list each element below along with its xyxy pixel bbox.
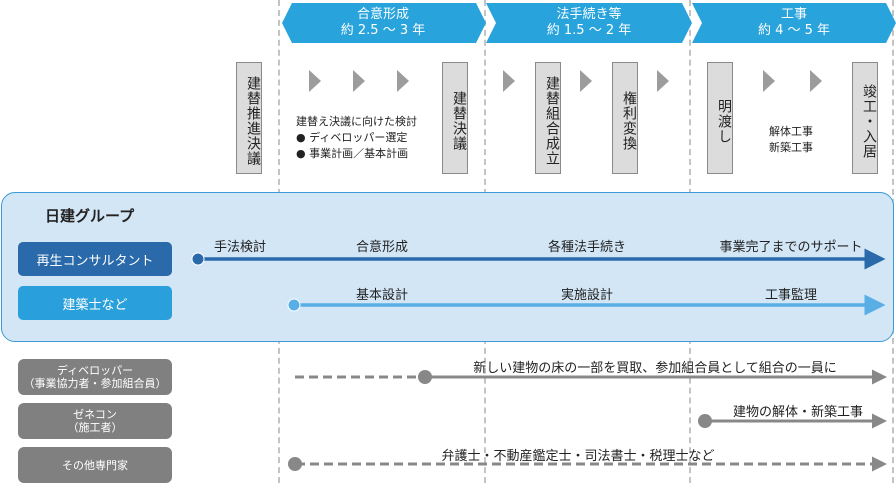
- chevron-right-icon: [763, 70, 775, 92]
- phase-banner-construction: 工事 約 4 ～ 5 年: [692, 3, 896, 43]
- phase-banner-consensus: 合意形成 約 2.5 ～ 3 年: [280, 3, 486, 43]
- party-developer: ディベロッパー （事業協力者・参加組合員）: [18, 359, 172, 395]
- milestone-box: 権利変換: [612, 62, 638, 174]
- task-label: 各種法手続き: [547, 240, 627, 255]
- phase-duration: 約 2.5 ～ 3 年: [340, 23, 426, 38]
- phase-duration: 約 4 ～ 5 年: [757, 23, 831, 38]
- note-line: 解体工事: [769, 125, 813, 138]
- specialists-task-label: 弁護士・不動産鑑定士・司法書士・税理士など: [441, 449, 715, 464]
- contractor-task-label: 建物の解体・新築工事: [732, 405, 864, 420]
- developer-task-label: 新しい建物の床の一部を買取、参加組合員として組合の一員に: [473, 361, 837, 376]
- chevron-right-icon: [353, 70, 365, 92]
- party-general-contractor: ゼネコン （施工者）: [18, 403, 172, 439]
- role-architect: 建築士など: [18, 286, 172, 320]
- milestone-box: 竣工・入居: [852, 62, 878, 174]
- party-other-specialists: その他専門家: [18, 447, 172, 483]
- milestone-box: 建替決議: [442, 62, 468, 174]
- task-label: 事業完了までのサポート: [719, 240, 863, 255]
- task-label: 実施設計: [560, 288, 614, 303]
- phase-title: 法手続き等: [556, 7, 622, 22]
- phase-duration: 約 1.5 ～ 2 年: [546, 23, 632, 38]
- note-line: 建替え決議に向けた検討: [296, 115, 417, 128]
- party-role: （事業協力者・参加組合員）: [23, 377, 167, 390]
- timeline-start-dot: [191, 252, 205, 266]
- chevron-right-icon: [657, 70, 669, 92]
- party-role: （施工者）: [67, 421, 123, 434]
- party-name: その他専門家: [62, 458, 128, 472]
- milestone-box: 建替推進決議: [236, 62, 262, 174]
- note-line: 新築工事: [769, 141, 813, 154]
- role-consultant: 再生コンサルタント: [18, 242, 172, 276]
- milestone-box: 建替組合成立: [535, 62, 561, 174]
- timeline-start-dot: [288, 457, 302, 471]
- party-name: ディベロッパー: [56, 364, 134, 377]
- construction-notes: 解体工事 新築工事: [769, 124, 813, 156]
- group-title: 日建グループ: [45, 207, 135, 225]
- chevron-right-icon: [397, 70, 409, 92]
- milestone-box: 明渡し: [707, 62, 733, 174]
- chevron-right-icon: [810, 70, 822, 92]
- task-label: 手法検討: [213, 240, 267, 255]
- task-label: 合意形成: [355, 240, 409, 255]
- task-label: 工事監理: [764, 288, 818, 303]
- chevron-right-icon: [503, 70, 515, 92]
- phase-title: 工事: [780, 7, 807, 22]
- party-name: ゼネコン: [73, 408, 117, 421]
- task-label: 基本設計: [355, 288, 409, 303]
- timeline-start-dot: [287, 298, 301, 312]
- chevron-right-icon: [309, 70, 321, 92]
- timeline-start-dot: [698, 414, 712, 428]
- consensus-notes: 建替え決議に向けた検討 ● ディベロッパー選定 ● 事業計画／基本計画: [296, 114, 417, 162]
- chevron-right-icon: [580, 70, 592, 92]
- note-line: ● 事業計画／基本計画: [296, 147, 409, 160]
- timeline-start-dot: [418, 370, 432, 384]
- phase-banner-legal: 法手続き等 約 1.5 ～ 2 年: [486, 3, 692, 43]
- phase-title: 合意形成: [356, 7, 409, 22]
- note-line: ● ディベロッパー選定: [296, 131, 408, 144]
